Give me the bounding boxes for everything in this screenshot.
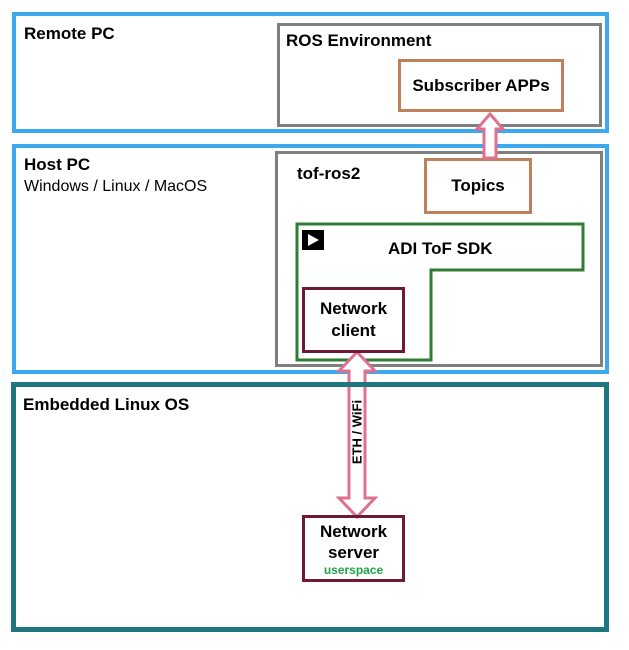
topics-label: Topics — [451, 176, 505, 195]
ros-environment-box: ROS Environment — [277, 23, 602, 127]
subscriber-apps-label: Subscriber APPs — [412, 75, 550, 95]
embedded-linux-box: Embedded Linux OS — [11, 382, 609, 632]
network-server-line1: Network — [319, 521, 388, 541]
tof-ros2-title: tof-ros2 — [297, 164, 361, 183]
remote-pc-box: Remote PC — [12, 12, 609, 133]
embedded-linux-title: Embedded Linux OS — [23, 395, 190, 414]
network-server-line2: server — [327, 542, 380, 562]
network-client-line2: client — [331, 321, 376, 340]
topics-box: Topics — [424, 158, 532, 214]
network-server-box: Network server userspace — [302, 515, 405, 582]
host-pc-box: Host PC Windows / Linux / MacOS — [12, 144, 609, 374]
host-pc-os: Windows / Linux / MacOS — [24, 178, 208, 195]
remote-pc-title: Remote PC — [24, 24, 115, 43]
topics-to-subscriber-arrow — [473, 111, 507, 160]
network-client-box: Network client — [302, 287, 405, 353]
host-pc-title: Host PC — [24, 155, 91, 174]
tof-ros2-box: tof-ros2 — [275, 151, 603, 367]
userspace-label: userspace — [323, 562, 384, 577]
ros-environment-title: ROS Environment — [286, 31, 432, 50]
network-client-line1: Network — [319, 299, 388, 318]
adi-tof-sdk-title: ADI ToF SDK — [388, 239, 493, 258]
adi-tof-sdk-outline — [295, 222, 585, 362]
subscriber-apps-box: Subscriber APPs — [398, 59, 564, 112]
